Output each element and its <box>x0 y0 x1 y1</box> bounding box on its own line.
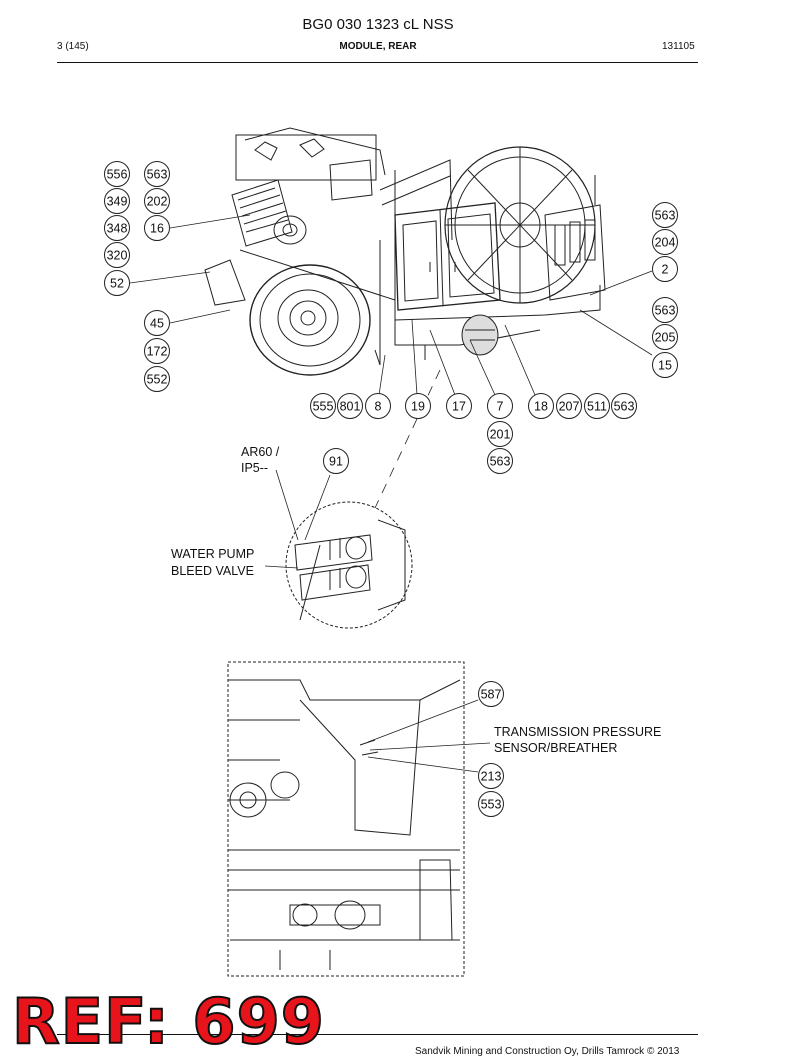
leader-lines <box>129 214 653 509</box>
balloon-label: 15 <box>658 359 672 373</box>
balloon-label: 52 <box>110 277 124 291</box>
balloon-91 <box>323 448 349 474</box>
balloon-label: 553 <box>481 798 502 812</box>
bleed-valve-label: BLEED VALVE <box>171 564 254 578</box>
balloon-label: 587 <box>481 688 502 702</box>
balloon-563 <box>487 448 513 474</box>
balloon-555 <box>310 393 336 419</box>
balloon-15 <box>652 352 678 378</box>
balloon-556 <box>104 161 130 187</box>
balloon-201 <box>487 421 513 447</box>
balloon-label: 563 <box>655 304 676 318</box>
balloon-label: 563 <box>490 455 511 469</box>
balloon-19 <box>405 393 431 419</box>
balloon-8 <box>365 393 391 419</box>
balloon-label: 511 <box>587 400 607 414</box>
balloon-label: 205 <box>655 331 676 345</box>
transmission-detail <box>227 661 491 977</box>
document-title: BG0 030 1323 cL NSS <box>302 16 454 33</box>
balloon-label: 207 <box>559 400 580 414</box>
balloon-320 <box>104 242 130 268</box>
balloon-52 <box>104 270 130 296</box>
balloon-label: 18 <box>534 400 548 414</box>
balloon-16 <box>144 215 170 241</box>
ref-stamp: REF: 699 <box>11 984 325 1058</box>
machine-drawing <box>204 127 606 376</box>
balloon-563 <box>144 161 170 187</box>
balloon-45 <box>144 310 170 336</box>
balloon-label: 563 <box>147 168 168 182</box>
balloon-349 <box>104 188 130 214</box>
balloon-label: 563 <box>655 209 676 223</box>
footer-rule <box>57 1034 698 1035</box>
sensor-breather-label: SENSOR/BREATHER <box>494 741 618 755</box>
ar60-label: AR60 / <box>241 445 280 459</box>
balloon-label: 202 <box>147 195 168 209</box>
balloon-207 <box>556 393 582 419</box>
balloon-label: 201 <box>490 428 511 442</box>
balloon-563 <box>652 297 678 323</box>
balloon-801 <box>337 393 363 419</box>
balloon-2 <box>652 256 678 282</box>
balloon-204 <box>652 229 678 255</box>
section-title: MODULE, REAR <box>339 41 417 52</box>
balloon-213 <box>478 763 504 789</box>
balloon-563 <box>652 202 678 228</box>
balloon-label: 172 <box>147 345 168 359</box>
balloon-552 <box>144 366 170 392</box>
balloon-18 <box>528 393 554 419</box>
balloon-label: 552 <box>147 373 168 387</box>
balloon-label: 17 <box>452 400 466 414</box>
balloon-label: 320 <box>107 249 128 263</box>
balloon-17 <box>446 393 472 419</box>
balloon-7 <box>487 393 513 419</box>
ip5-label: IP5-- <box>241 461 269 475</box>
balloon-511 <box>584 393 610 419</box>
balloon-172 <box>144 338 170 364</box>
balloon-202 <box>144 188 170 214</box>
balloon-label: 213 <box>481 770 502 784</box>
footer-copyright: Sandvik Mining and Construction Oy, Dril… <box>415 1046 680 1057</box>
water-pump-detail <box>264 469 413 629</box>
balloon-label: 556 <box>107 168 128 182</box>
balloon-label: 204 <box>655 236 676 250</box>
balloon-348 <box>104 215 130 241</box>
water-pump-label: WATER PUMP <box>171 547 255 561</box>
balloon-label: 563 <box>614 400 635 414</box>
header-rule <box>57 62 698 63</box>
page-number: 3 (145) <box>57 41 89 52</box>
balloon-553 <box>478 791 504 817</box>
balloon-label: 801 <box>340 400 361 414</box>
transmission-label: TRANSMISSION PRESSURE <box>494 725 662 739</box>
balloon-label: 16 <box>150 222 164 236</box>
balloon-label: 19 <box>411 400 425 414</box>
balloon-label: 2 <box>662 263 669 277</box>
balloon-label: 348 <box>107 222 128 236</box>
balloon-587 <box>478 681 504 707</box>
balloon-label: 7 <box>497 400 504 414</box>
balloon-label: 45 <box>150 317 164 331</box>
balloon-563 <box>611 393 637 419</box>
balloon-label: 8 <box>375 400 382 414</box>
document-number: 131105 <box>662 41 695 52</box>
balloon-label: 91 <box>329 455 343 469</box>
balloon-label: 555 <box>313 400 334 414</box>
balloon-label: 349 <box>107 195 128 209</box>
balloon-205 <box>652 324 678 350</box>
